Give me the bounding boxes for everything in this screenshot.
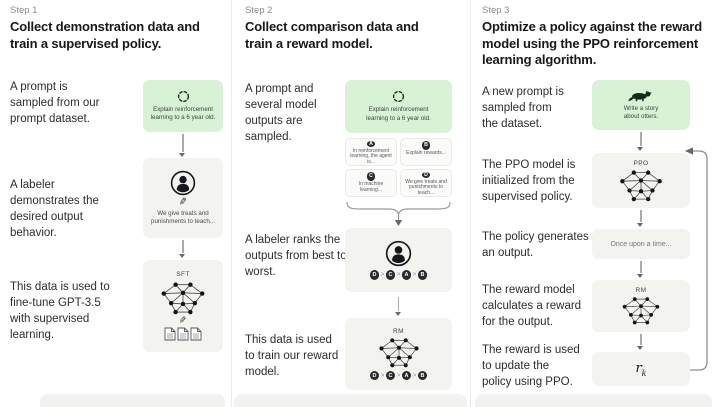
step1-prompt-box: Explain reinforcement learning to a 6 ye… (143, 80, 223, 132)
step2-prompt-text: Explain reinforcement learning to a 6 ye… (366, 106, 431, 122)
step3-caption-prompt: A new prompt is sampled from the dataset… (482, 86, 564, 130)
labeler-icon (170, 170, 196, 196)
step2-prompt-box: Explain reinforcement learning to a 6 ye… (345, 80, 452, 133)
arrow-down-icon (636, 334, 644, 350)
sampling-icon (392, 90, 405, 103)
sampling-icon (177, 90, 190, 103)
rm-model-label: RM (393, 327, 404, 335)
output-letter: A (366, 141, 376, 147)
step1-caption-labeler: A labeler demonstrates the desired outpu… (10, 179, 99, 239)
next-section-box (40, 394, 225, 407)
pencil-icon: ✎ (178, 196, 188, 209)
output-text: In reinforcement learning, the agent is.… (350, 147, 392, 166)
arrow-down-icon (394, 297, 402, 316)
step3-prompt-box: Write a story about otters. (592, 80, 690, 130)
step1-label: Step 1 (10, 5, 38, 16)
sft-model-label: SFT (176, 271, 190, 278)
step1-caption-finetune: This data is used to fine-tune GPT-3.5 w… (10, 281, 110, 341)
output-letter: C (366, 172, 376, 181)
rank-separator: > (412, 272, 417, 278)
step3-caption-update: The reward is used to update the policy … (482, 344, 580, 388)
step1-title: Collect demonstration data and train a s… (10, 19, 200, 51)
output-text: We give treats and punishments to teach.… (405, 178, 447, 197)
neural-network-icon (160, 281, 206, 315)
rank-circle: C (385, 370, 396, 381)
policy-output-text: Once upon a time... (610, 240, 672, 248)
rank-circle: D (369, 270, 380, 280)
rank-separator: > (396, 272, 401, 278)
labeler-icon (385, 240, 412, 267)
neural-network-icon (377, 337, 421, 368)
step1-prompt-text: Explain reinforcement learning to a 6 ye… (150, 105, 216, 121)
step1-labeler-box: ✎ We give treats and punishments to teac… (143, 158, 223, 238)
reward-symbol: rk (635, 361, 647, 379)
output-text: Explain rewards... (406, 150, 446, 156)
column-divider (231, 0, 232, 407)
column-divider (470, 0, 471, 407)
ranking-row: D > C > A > B (369, 270, 428, 280)
step3-label: Step 3 (482, 5, 510, 16)
step3-output-box: Once upon a time... (592, 229, 690, 259)
arrow-down-icon (636, 210, 644, 227)
next-section-box (234, 394, 467, 407)
arrow-down-icon (636, 132, 644, 151)
step1-labeler-text: We give treats and punishments to teach.… (151, 209, 215, 225)
output-card-d: D We give treats and punishments to teac… (400, 169, 452, 197)
step3-caption-reward: The reward model calculates a reward for… (482, 284, 582, 328)
rm-model-label: RM (635, 287, 647, 294)
output-card-c: C In machine learning... (345, 169, 397, 197)
output-card-b: B Explain rewards... (400, 138, 452, 166)
neural-network-icon (621, 296, 661, 325)
step1-sft-box: SFT ✎ (143, 260, 223, 352)
rank-circle: C (385, 270, 396, 280)
output-letter: B (421, 141, 431, 150)
otter-icon (628, 89, 654, 102)
rank-circle: D (369, 370, 380, 381)
step3-reward-box: rk (592, 352, 690, 386)
step2-label: Step 2 (245, 5, 273, 16)
output-text: In machine learning... (358, 181, 384, 193)
step3-caption-output: The policy generates an output. (482, 231, 589, 259)
step2-labeler-box: D > C > A > B (345, 228, 452, 292)
step2-rm-box: RM D > C > A > B (345, 318, 452, 390)
step1-caption-prompt: A prompt is sampled from our prompt data… (10, 81, 100, 125)
rank-circle: B (417, 370, 428, 381)
ppo-model-label: PPO (633, 159, 649, 167)
rank-circle: B (417, 270, 428, 280)
step3-title: Optimize a policy against the reward mod… (482, 19, 702, 68)
feedback-arrow-icon (685, 147, 708, 371)
arrow-down-icon (178, 134, 186, 157)
step2-caption-ranks: A labeler ranks the outputs from best to… (245, 234, 347, 278)
rank-separator: > (380, 372, 385, 379)
ranking-row: D > C > A > B (369, 370, 428, 381)
neural-network-icon (618, 169, 664, 202)
rank-circle: A (401, 370, 412, 381)
rank-separator: > (380, 272, 385, 278)
rank-separator: > (396, 372, 401, 379)
step2-caption-sampled: A prompt and several model outputs are s… (245, 83, 317, 143)
pencil-icon: ✎ (178, 314, 188, 326)
output-card-a: A In reinforcement learning, the agent i… (345, 138, 397, 166)
step3-ppo-box: PPO (592, 153, 690, 208)
step2-caption-train: This data is used to train our reward mo… (245, 334, 339, 378)
rank-separator: > (412, 372, 417, 379)
rank-circle: A (401, 270, 412, 280)
step3-caption-init: The PPO model is initialized from the su… (482, 159, 576, 203)
step3-prompt-text: Write a story about otters. (623, 104, 659, 120)
step3-rm-box: RM (592, 280, 690, 332)
documents-icon (164, 327, 202, 341)
arrow-down-icon (178, 240, 186, 258)
next-section-box (475, 394, 712, 407)
output-letter: D (421, 172, 431, 178)
brace-icon (346, 201, 451, 226)
step2-title: Collect comparison data and train a rewa… (245, 19, 419, 51)
arrow-down-icon (636, 261, 644, 278)
model-outputs-grid: A In reinforcement learning, the agent i… (345, 138, 452, 197)
